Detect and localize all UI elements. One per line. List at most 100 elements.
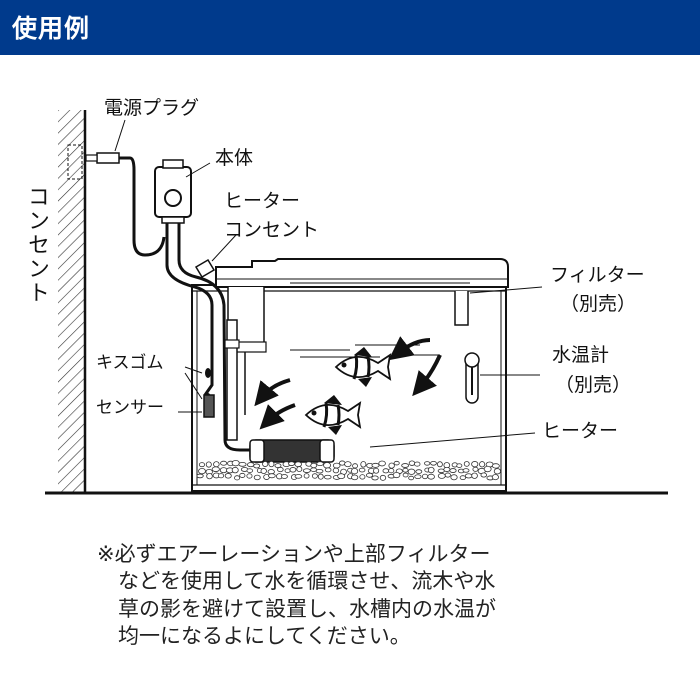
label-thermometer-1: 水温計 — [552, 344, 610, 366]
gravel-stone — [352, 463, 358, 469]
gravel-stone — [267, 469, 275, 475]
label-body: 本体 — [215, 147, 254, 169]
gravel-stone — [479, 461, 486, 468]
gravel-stone — [294, 474, 303, 479]
gravel-stone — [444, 472, 451, 478]
flow-arrows — [254, 336, 442, 430]
gravel-stone — [483, 465, 492, 473]
gravel-stone — [402, 467, 409, 473]
gravel-stone — [344, 461, 352, 468]
gravel-stone — [253, 463, 261, 469]
heater-tube — [249, 439, 335, 463]
gravel-stone — [234, 475, 241, 481]
power-cable — [119, 156, 166, 257]
gravel-stone — [456, 463, 463, 468]
gravel-stone — [443, 466, 451, 472]
gravel-stone — [324, 467, 332, 473]
gravel-stone — [224, 473, 232, 479]
gravel: (function(){ var g = document.currentScr… — [196, 459, 501, 481]
heater-outlet-connector — [194, 258, 216, 279]
intake-pipe — [224, 319, 240, 441]
label-sensor: センサー — [96, 398, 164, 418]
label-heater-outlet-2: コンセント — [224, 219, 320, 241]
gravel-stone — [303, 473, 310, 479]
gravel-stone — [378, 460, 386, 467]
gravel-stone — [463, 461, 470, 467]
gravel-stone — [239, 472, 246, 478]
gravel-stone — [284, 468, 291, 474]
gravel-stone — [379, 474, 387, 481]
label-thermometer-2: （別売） — [555, 374, 632, 396]
gravel-stone — [198, 467, 206, 475]
gravel-stone — [402, 472, 409, 478]
gravel-stone — [437, 473, 446, 479]
gravel-stone — [427, 473, 435, 480]
gravel-stone — [388, 462, 395, 469]
gravel-stone — [415, 469, 423, 474]
label-heater: ヒーター — [542, 420, 619, 442]
gravel-stone — [231, 459, 240, 467]
gravel-stone — [315, 468, 324, 474]
gravel-stone — [491, 474, 499, 481]
gravel-stone — [310, 462, 318, 469]
gravel-stone — [220, 460, 228, 466]
fish-1 — [334, 347, 392, 387]
gravel-stone — [246, 473, 253, 479]
gravel-stone — [365, 472, 374, 478]
gravel-stone — [198, 462, 206, 468]
gravel-stone — [268, 460, 275, 468]
thermometer — [464, 352, 480, 404]
note-line: 草の影を避けて設置し、水槽内の水温が — [118, 596, 496, 621]
label-filter-1: フィルター — [550, 264, 645, 286]
wall — [58, 110, 87, 492]
gravel-stone — [246, 468, 254, 473]
page-title: 使用例 — [12, 14, 91, 43]
outlet-socket — [67, 144, 83, 180]
gravel-stone — [323, 474, 332, 480]
gravel-stone — [471, 472, 478, 479]
gravel-stone — [422, 473, 429, 480]
gravel-stone — [373, 467, 380, 474]
gravel-stone — [294, 461, 302, 468]
gravel-stone — [371, 475, 379, 481]
label-suction-cup: キスゴム — [96, 353, 164, 373]
gravel-stone — [359, 474, 366, 480]
gravel-stone — [218, 473, 225, 479]
header-bar: 使用例 — [0, 0, 700, 55]
gravel-stone — [337, 473, 346, 480]
gravel-stone — [253, 474, 261, 481]
gravel-stone — [316, 461, 324, 467]
gravel-stone — [493, 468, 501, 475]
gravel-stone — [358, 467, 366, 473]
gravel-stone — [382, 468, 390, 474]
usage-diagram: (function(){ var g = document.currentScr… — [0, 55, 700, 525]
gravel-stone — [238, 461, 247, 467]
diagram-illustration: (function(){ var g = document.currentScr… — [45, 110, 668, 495]
gravel-stone — [407, 468, 416, 475]
note-line: などを使用して水を循環させ、流木や水 — [118, 569, 496, 594]
gravel-stone — [205, 461, 212, 468]
gravel-stone — [392, 471, 401, 479]
gravel-stone — [196, 473, 204, 479]
gravel-stone — [464, 473, 473, 479]
gravel-stone — [246, 462, 255, 468]
gravel-stone — [480, 472, 488, 478]
gravel-stone — [371, 462, 380, 468]
gravel-stone — [289, 467, 297, 473]
gravel-stone — [462, 468, 470, 473]
gravel-stone — [472, 466, 479, 472]
gravel-stone — [471, 461, 479, 468]
gravel-stone — [288, 461, 295, 466]
gravel-stone — [260, 468, 267, 474]
gravel-stone — [213, 461, 220, 468]
heater-cable — [177, 223, 252, 452]
note-line: 均一になるよにしてください。 — [118, 623, 411, 648]
gravel-stone — [408, 460, 416, 466]
usage-note: ※必ずエアーレーションや上部フィルター などを使用して水を循環させ、流木や水 草… — [97, 541, 657, 650]
gravel-stone — [449, 468, 457, 473]
gravel-stone — [317, 473, 324, 480]
gravel-stone — [360, 461, 367, 468]
gravel-stone — [262, 461, 269, 467]
controller-body — [154, 159, 192, 224]
top-filter — [215, 258, 509, 415]
